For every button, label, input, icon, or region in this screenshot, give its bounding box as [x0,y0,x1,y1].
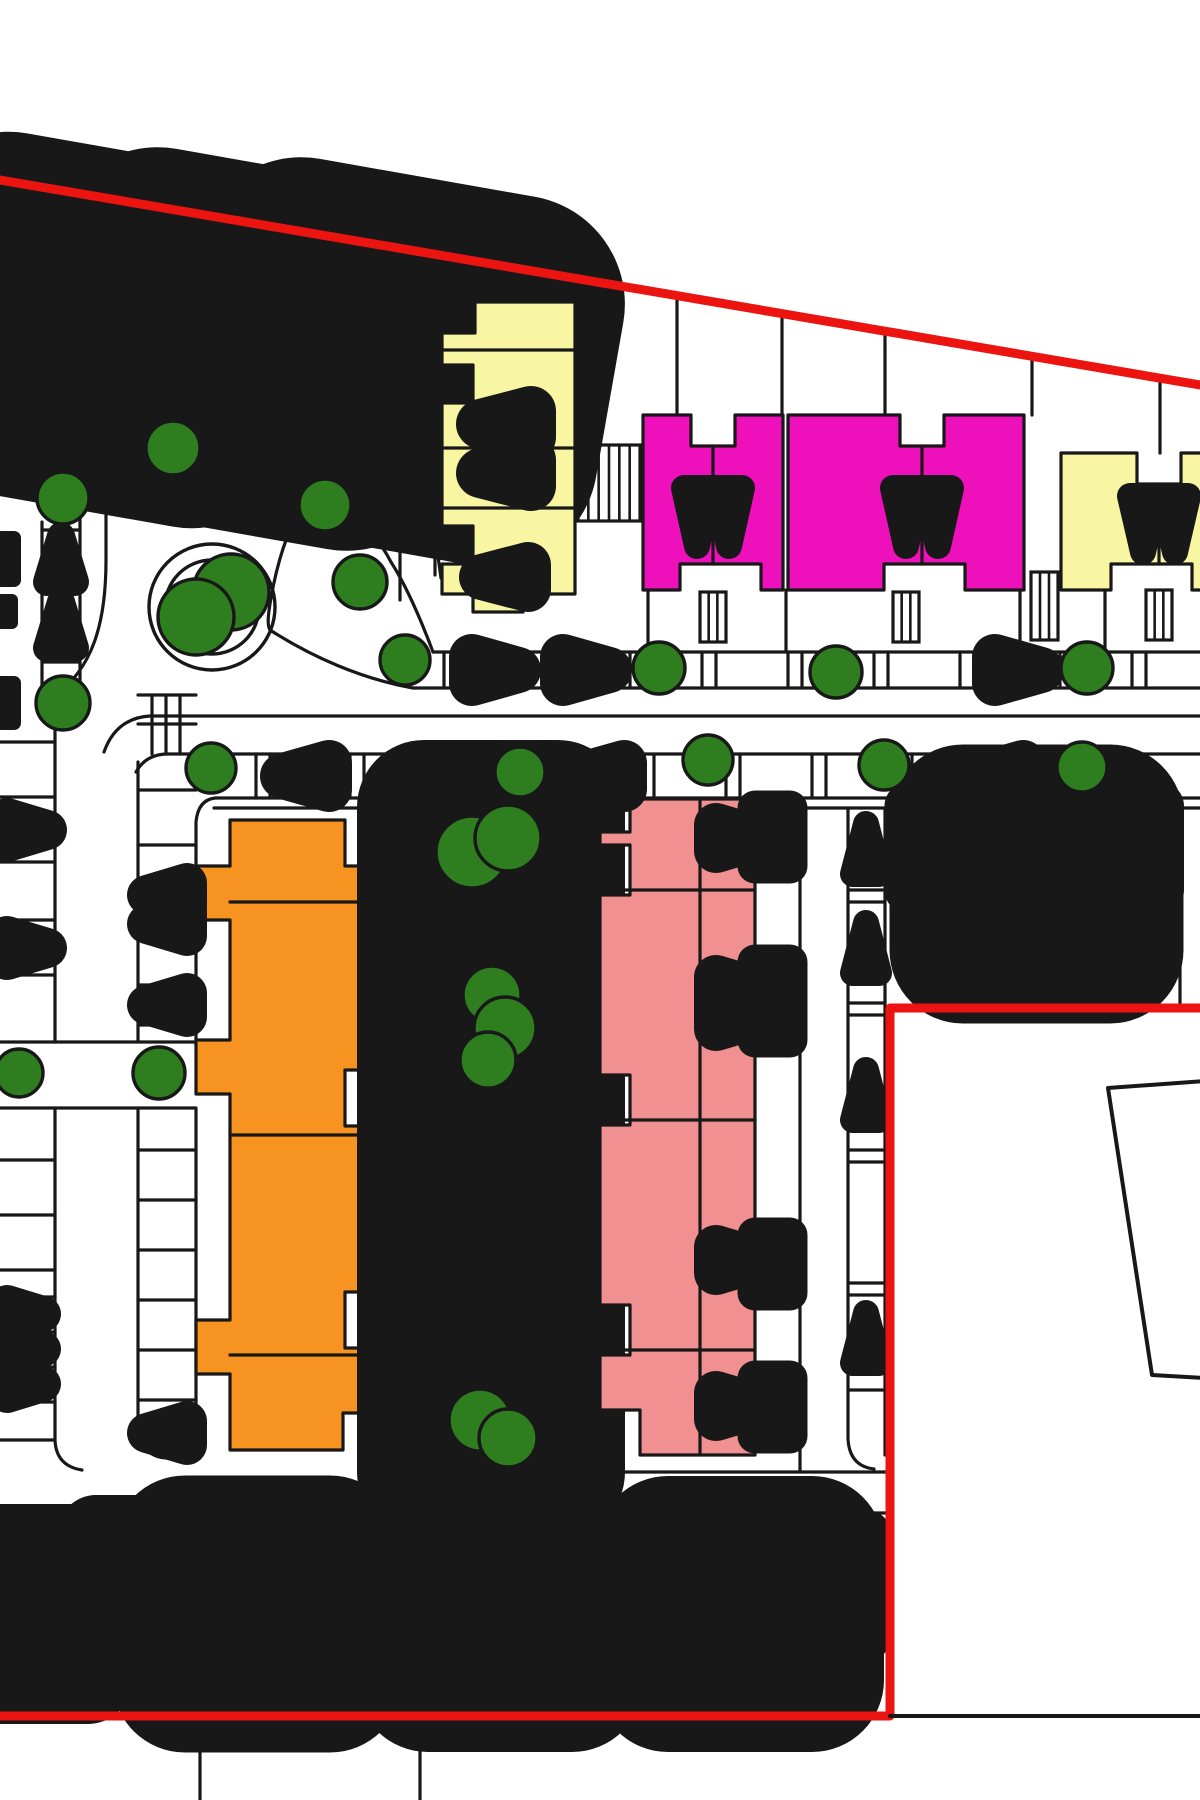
drive-arrow [84,1544,144,1632]
drive-arrow [369,1544,429,1632]
drive-arrow [694,1225,782,1295]
parking-divider [150,693,182,756]
tree [493,745,547,799]
drive-arrow [610,1544,670,1632]
green-open-space [357,740,625,1539]
tree [477,1407,539,1469]
building-purple [0,594,18,629]
drive-arrow [459,542,551,612]
tree [35,470,91,526]
tree [458,1030,518,1090]
building-pink [598,797,757,1457]
tree [0,1047,45,1099]
tree [144,419,202,477]
tree [331,553,389,611]
tree [184,741,238,795]
tree [34,674,92,732]
drive-arrow [456,435,556,511]
drive-arrow [573,1544,633,1632]
parking-bay [884,782,979,914]
building-outline-white [1106,1079,1200,1380]
drive-arrow [456,386,556,462]
drive-arrow [694,1371,782,1441]
garage-block [1144,588,1174,642]
building-purple [0,436,21,494]
tree [1059,640,1115,696]
building-purple [0,531,21,587]
parking-divider [846,888,887,1392]
garage-block [1029,570,1060,642]
tree [473,803,543,873]
garage-block [1029,570,1060,642]
road-edge [194,796,1200,1047]
garage-block [1038,572,1051,640]
garage-block [698,590,728,644]
drive-arrow [1149,483,1200,565]
drive-arrow [840,1300,892,1376]
drive-arrow [127,892,207,956]
garage-block [900,592,912,642]
drive-arrow [122,1544,182,1632]
road-edge [846,806,876,1471]
drive-arrow [332,1544,392,1632]
garage-block [1144,588,1174,642]
drive-arrow [127,973,207,1037]
drive-arrow [694,803,782,873]
drive-arrow [0,1285,61,1343]
drive-arrow [0,798,67,862]
drive-arrow [880,475,932,559]
tree [857,738,911,792]
garage-block [707,592,719,642]
tree [297,477,353,533]
drive-arrow [972,634,1064,706]
drive-arrow [694,981,782,1051]
drive-arrow [671,475,723,559]
drive-arrow [954,740,1046,812]
tree [631,640,687,696]
drive-arrow [703,475,755,559]
drive-arrow [449,634,541,706]
drive-arrow [540,634,632,706]
cul-de-sac-island [147,542,277,672]
drive-arrow [840,1057,892,1133]
drive-arrow [840,910,892,986]
building-purple [0,676,21,730]
drive-arrow [1117,483,1169,565]
tree [1055,740,1109,794]
drive-arrow [127,1401,207,1465]
site-boundary-red [0,175,1200,390]
tree [378,633,432,687]
garage-block [1153,590,1165,640]
tree [808,644,864,700]
drive-arrow [392,740,484,812]
drive-arrow [1110,810,1162,886]
garage-block [698,590,728,644]
drive-arrow [0,1355,61,1413]
drive-arrow [912,475,964,559]
drive-arrow [0,1320,61,1378]
drive-arrow [819,1545,871,1623]
drive-arrow [840,811,892,887]
drive-arrow [0,916,67,980]
parking-bay [800,1510,891,1661]
tree [131,1045,187,1101]
drive-arrow [33,588,89,662]
drive-arrow [905,810,957,886]
tree [156,577,236,657]
road-edge [389,560,435,654]
tree [681,733,735,787]
drive-arrow [555,740,647,812]
site-boundary-red [0,1003,1200,1721]
garage-block [891,590,921,644]
drive-arrow [33,522,89,596]
parking-bay [1088,782,1184,914]
road-edge [102,714,1200,754]
garage-block [891,590,921,644]
drive-arrow [260,740,352,812]
